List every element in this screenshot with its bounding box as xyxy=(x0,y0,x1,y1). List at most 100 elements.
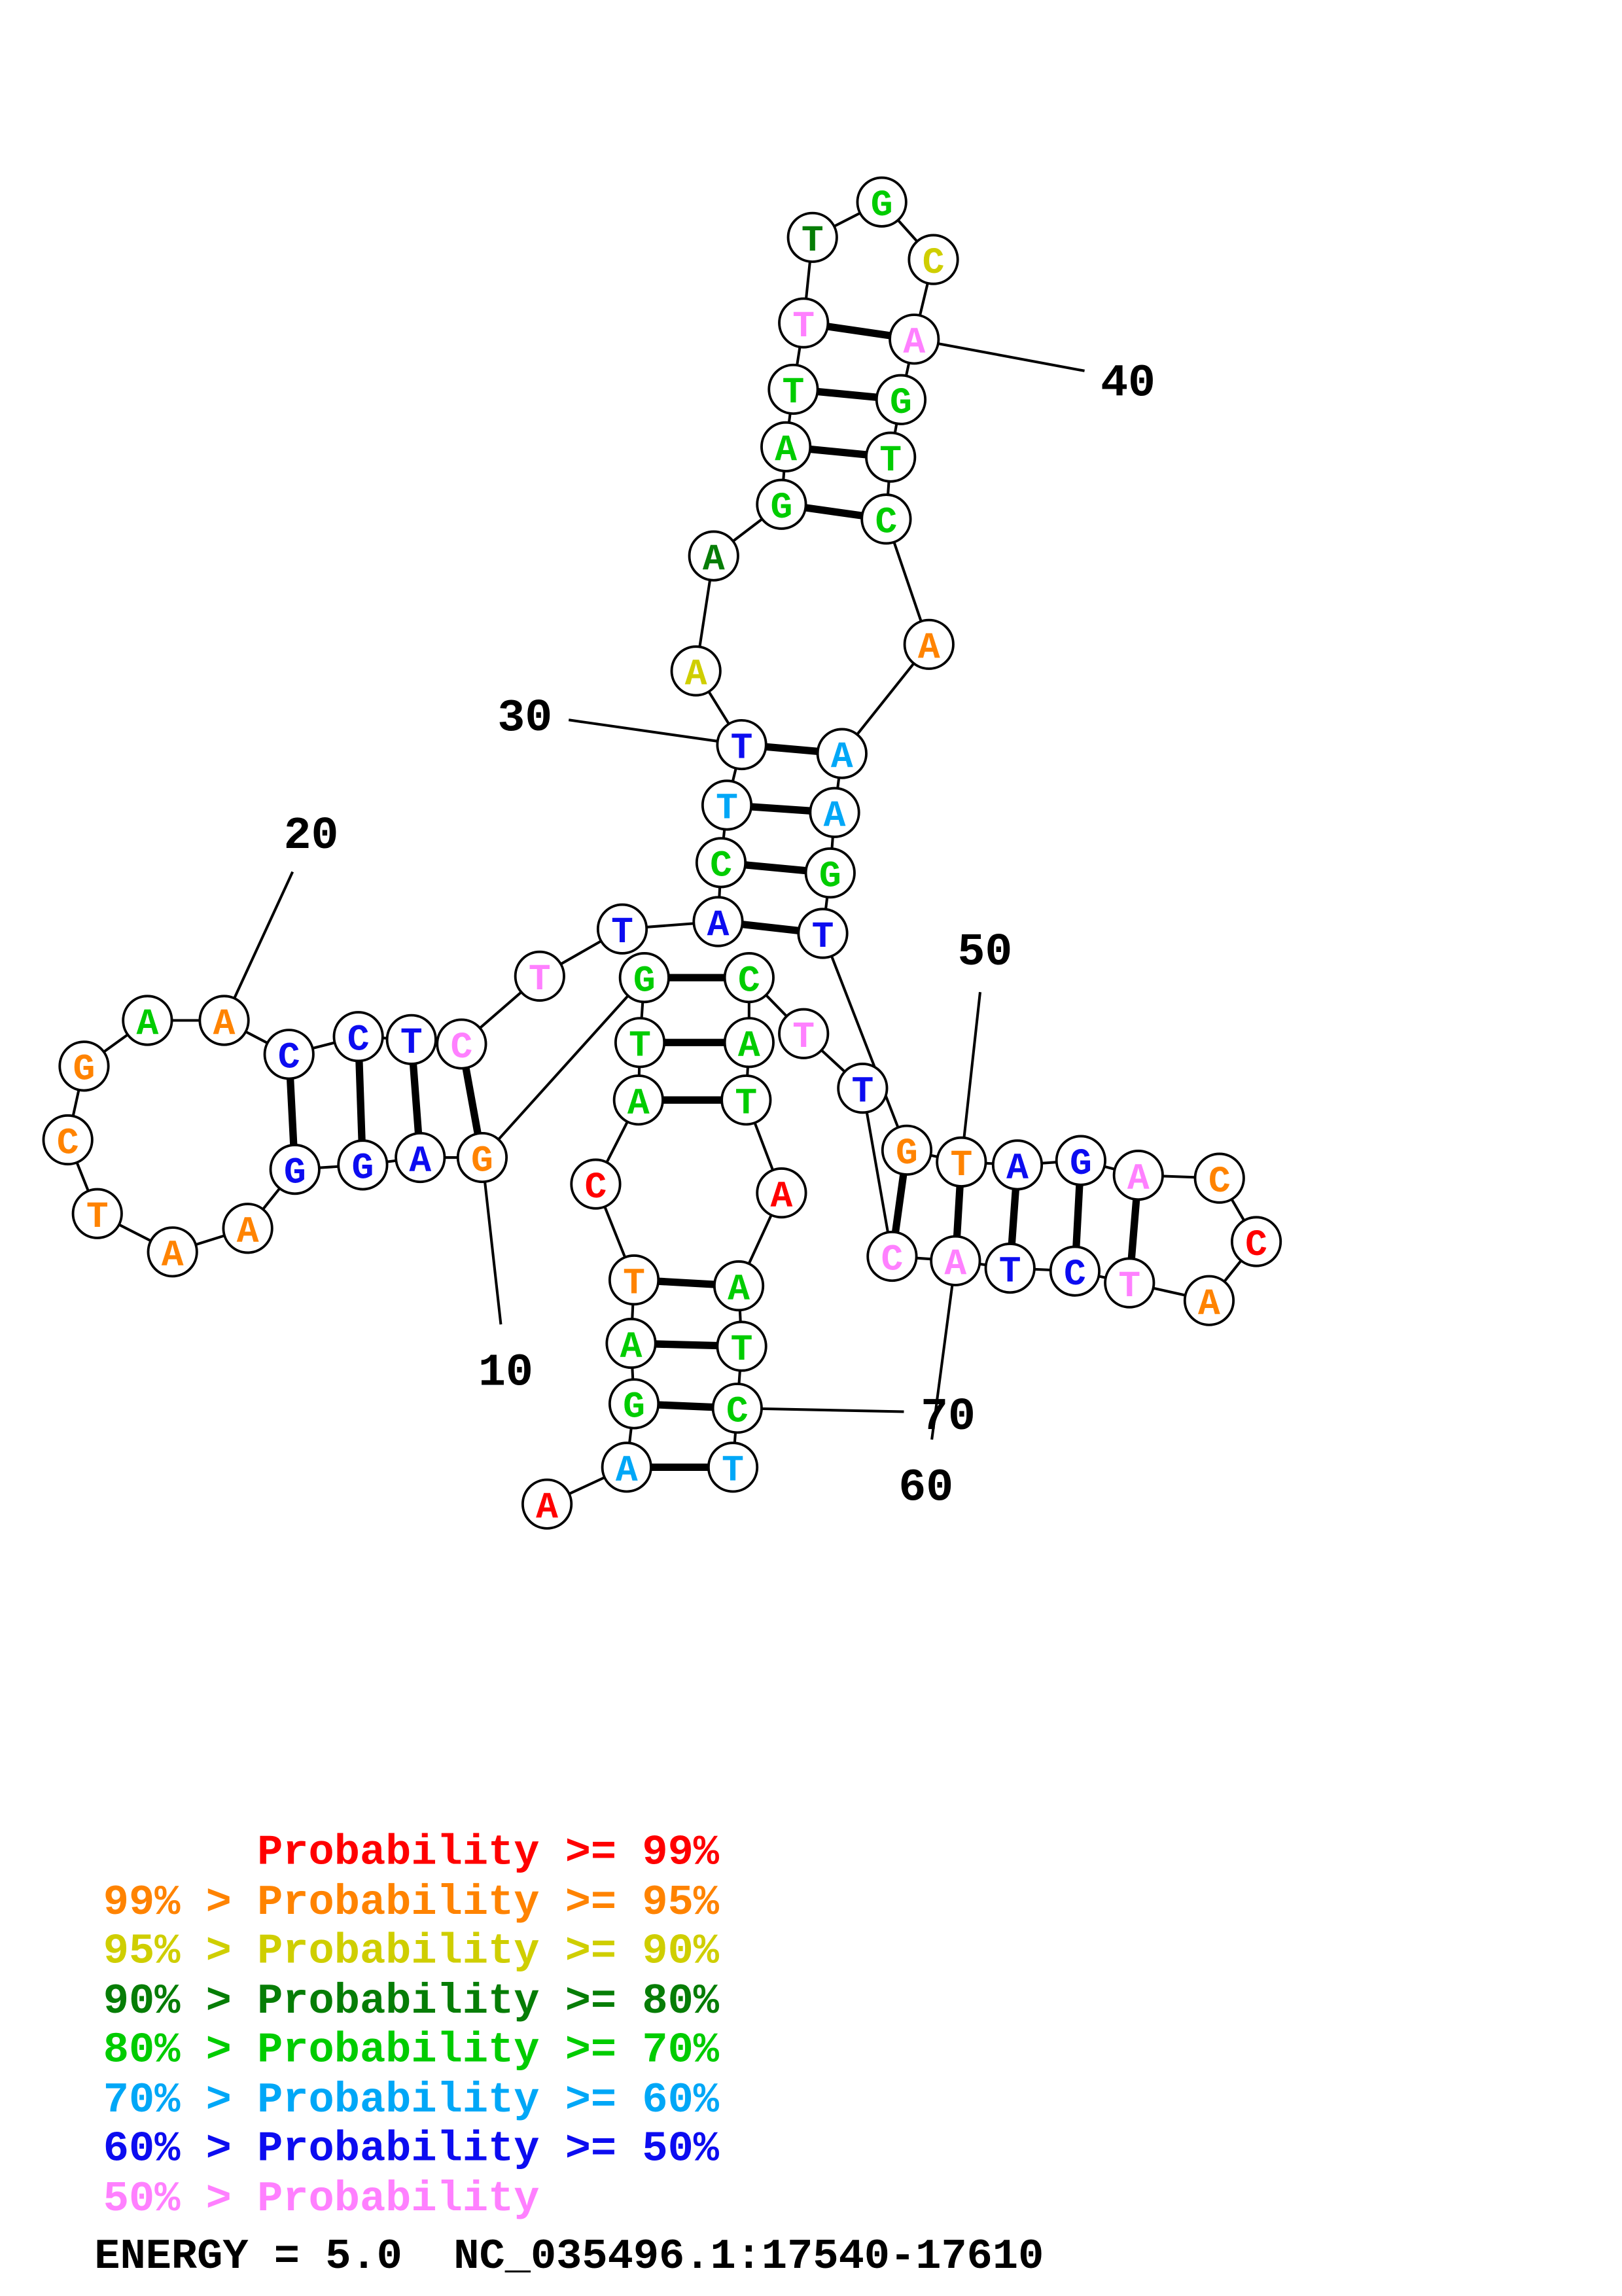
nucleotide-base: T xyxy=(802,220,824,262)
position-label: 20 xyxy=(284,810,339,862)
nucleotide-base: A xyxy=(728,1268,750,1310)
nucleotide-circle xyxy=(42,1114,94,1166)
nucleotide-base: G xyxy=(771,487,793,529)
nucleotide-base: C xyxy=(1208,1161,1231,1203)
nucleotide-base: C xyxy=(585,1167,607,1209)
nucleotide-base: A xyxy=(903,322,925,364)
nucleotide-circle xyxy=(1055,1135,1106,1186)
nucleotide-circle xyxy=(614,1017,666,1069)
nucleotide-base: A xyxy=(536,1487,558,1528)
nucleotide-circle xyxy=(71,1188,123,1239)
nucleotide-base: G xyxy=(896,1133,918,1174)
nucleotide-circle xyxy=(570,1158,622,1210)
nucleotide-base: A xyxy=(237,1211,259,1253)
label-pointer-line xyxy=(930,1260,957,1440)
nucleotide-base: A xyxy=(1006,1148,1029,1190)
nucleotide-circle xyxy=(608,1378,660,1430)
nucleotide-base: A xyxy=(824,795,846,837)
position-label: 50 xyxy=(957,927,1012,978)
nucleotide-circle xyxy=(436,1018,487,1070)
backbone-segment xyxy=(481,976,646,1159)
nucleotide-base: A xyxy=(409,1140,431,1182)
nucleotide-base: A xyxy=(1127,1157,1150,1199)
nucleotide-circle xyxy=(395,1131,446,1184)
legend-item: 95% > Probability >= 90% xyxy=(103,1927,720,1976)
nucleotide-circle xyxy=(1183,1275,1235,1326)
probability-legend: Probability >= 99%99% > Probability >= 9… xyxy=(103,1828,719,2223)
nucleotide-base: A xyxy=(707,904,730,946)
nucleotide-circle xyxy=(514,950,565,1002)
nucleotide-base: G xyxy=(351,1148,374,1190)
legend-item: 80% > Probability >= 70% xyxy=(103,2026,720,2075)
nucleotide-base: T xyxy=(879,440,902,482)
nucleotide-circle xyxy=(701,779,753,831)
nucleotide-circle xyxy=(756,1167,807,1219)
nucleotide-base: A xyxy=(136,1003,158,1045)
nucleotide-circle xyxy=(797,908,849,959)
nucleotide-circle xyxy=(618,952,670,1004)
nucleotide-base: C xyxy=(923,242,945,284)
position-label: 70 xyxy=(921,1391,976,1443)
nucleotide-base: G xyxy=(1070,1143,1092,1185)
label-pointer-line xyxy=(568,718,742,747)
legend-item: 60% > Probability >= 50% xyxy=(103,2125,720,2174)
nucleotide-circle xyxy=(903,618,955,670)
nucleotide-circle xyxy=(865,431,917,483)
nucleotide-circle xyxy=(337,1139,389,1191)
nucleotide-circle xyxy=(809,786,860,838)
nucleotide-base: T xyxy=(735,1082,757,1124)
label-pointer-line xyxy=(737,1407,904,1413)
nucleotide-circle xyxy=(720,1074,772,1126)
backbone-segment xyxy=(861,1087,894,1257)
nucleotide-circle xyxy=(856,176,908,228)
nucleotide-base: A xyxy=(775,429,797,471)
nucleotide-base: T xyxy=(999,1250,1021,1292)
nucleotide-base: C xyxy=(450,1027,472,1069)
nucleotide-base: A xyxy=(703,539,725,580)
nucleotide-base: C xyxy=(881,1239,904,1280)
nucleotide-circle xyxy=(875,374,927,425)
nucleotide-base: C xyxy=(347,1019,370,1061)
nucleotide-base: A xyxy=(1198,1283,1220,1325)
nucleotide-base: A xyxy=(616,1450,638,1492)
nucleotide-circle xyxy=(122,995,173,1046)
nucleotide-circle xyxy=(605,1317,657,1369)
nucleotide-circle xyxy=(778,1008,830,1059)
nucleotide-base: A xyxy=(685,654,707,696)
legend-item: Probability >= 99% xyxy=(103,1828,720,1877)
nucleotide-base: A xyxy=(627,1082,650,1124)
nucleotide-base: T xyxy=(783,372,805,414)
nucleotide-circle xyxy=(608,1254,660,1306)
nucleotide-base: A xyxy=(213,1003,236,1045)
nucleotide-circle xyxy=(147,1226,198,1278)
nucleotide-base: C xyxy=(875,502,898,544)
nucleotide-base: C xyxy=(57,1122,79,1164)
nucleotide-circle xyxy=(723,1017,775,1069)
nucleotide-base: T xyxy=(731,1329,753,1371)
nucleotide-base: T xyxy=(86,1196,109,1238)
nucleotide-base: T xyxy=(529,959,551,1000)
nucleotide-circle xyxy=(263,1029,315,1080)
nucleotide-circle xyxy=(596,903,648,955)
nucleotide-circle xyxy=(332,1011,384,1063)
backbone-segment xyxy=(821,932,908,1151)
sequence-location: NC_035496.1:17540-17610 xyxy=(453,2232,1044,2282)
legend-item: 99% > Probability >= 95% xyxy=(103,1877,720,1927)
nucleotide-base: T xyxy=(716,788,738,830)
legend-item: 50% > Probability xyxy=(103,2174,540,2223)
nucleotide-circle xyxy=(984,1242,1036,1294)
nucleotide-circle xyxy=(908,234,959,285)
nucleotide-base: A xyxy=(918,627,940,669)
nucleotide-base: G xyxy=(819,855,841,897)
nucleotide-circle xyxy=(837,1063,889,1114)
nucleotide-circle xyxy=(1104,1257,1155,1309)
nucleotide-base: T xyxy=(611,911,633,953)
nucleotide-circle xyxy=(804,847,856,899)
nucleotide-base: T xyxy=(851,1070,873,1112)
nucleotide-circle xyxy=(756,478,807,530)
nucleotide-base: T xyxy=(1118,1265,1140,1307)
nucleotide-circle xyxy=(889,313,940,365)
nucleotide-circle xyxy=(881,1124,933,1176)
